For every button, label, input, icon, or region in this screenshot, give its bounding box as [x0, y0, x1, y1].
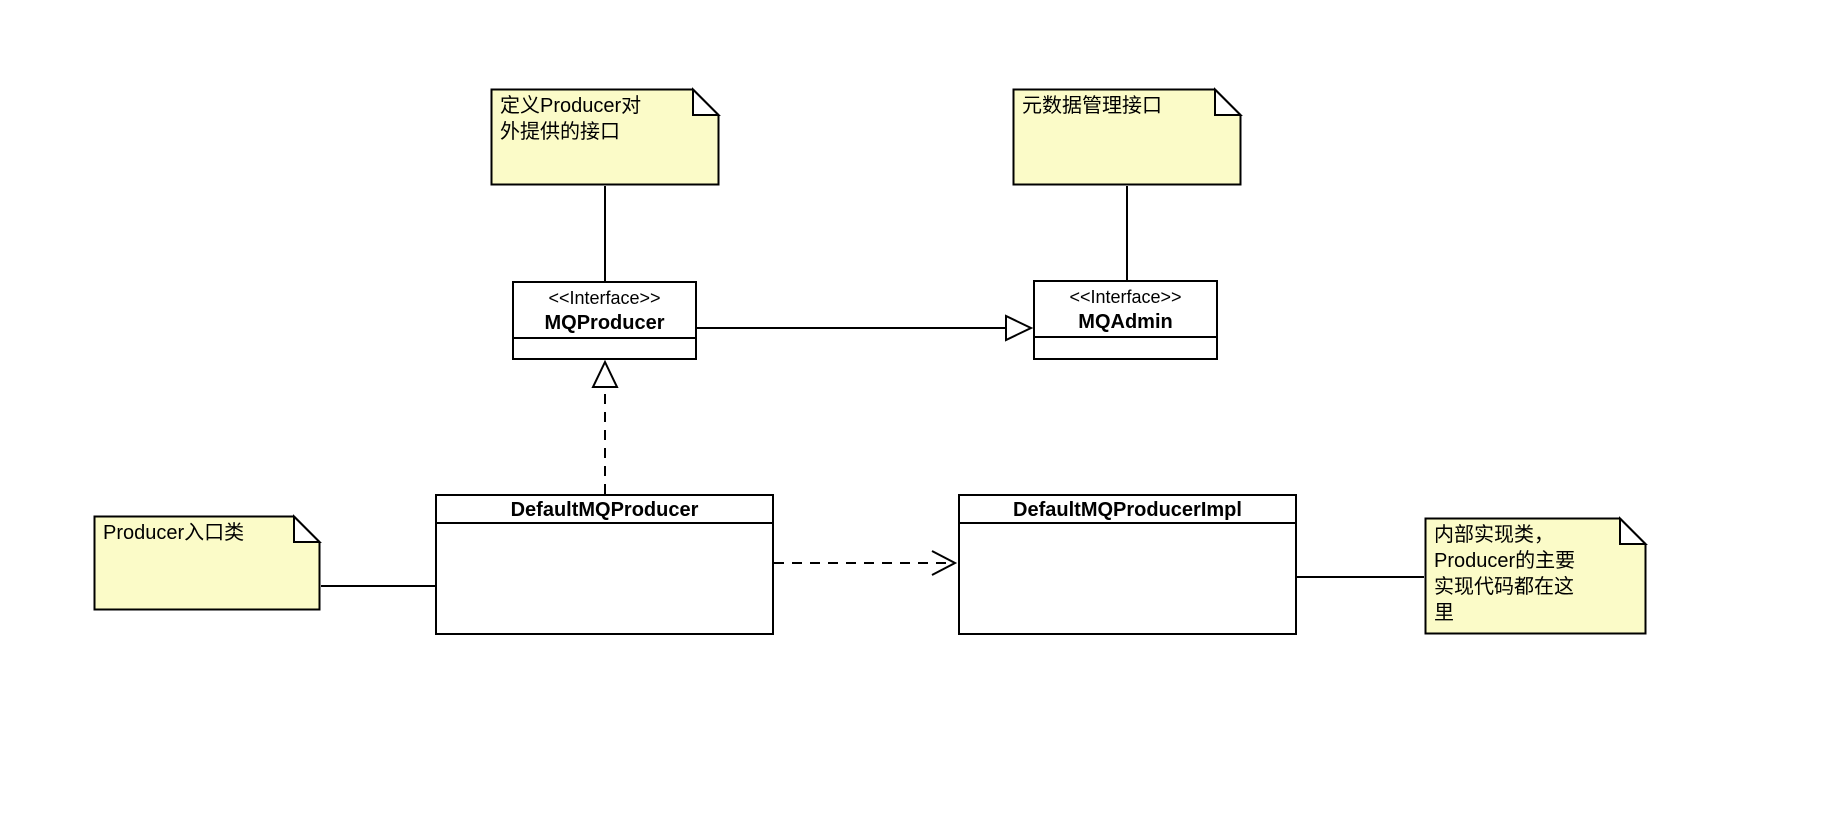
note-text: Producer入口类 [103, 522, 245, 544]
note-shape [490, 87, 721, 186]
stereotype-label: <<Interface>> [548, 288, 661, 308]
note-metadata-interface: 元数据管理接口 [1012, 87, 1243, 186]
hollow-triangle-arrowhead [591, 359, 619, 388]
open-arrowhead [931, 550, 958, 576]
folded-corner-icon [1214, 87, 1243, 116]
note-shape [1424, 516, 1648, 635]
generalization-mqproducer-mqadmin [697, 314, 1034, 342]
folded-corner-icon [692, 87, 721, 116]
note-text: 元数据管理接口 [1022, 95, 1162, 117]
note-producer-interface: 定义Producer对 外提供的接口 [490, 87, 721, 186]
class-name: DefaultMQProducer [510, 499, 699, 521]
note-shape [93, 514, 322, 611]
dependency-defaultmqproducer-impl [774, 550, 958, 576]
class-header: DefaultMQProducerImpl [960, 496, 1295, 524]
stereotype-label: <<Interface>> [1069, 287, 1182, 307]
note-impl-description: 内部实现类， Producer的主要 实现代码都在这 里 [1424, 516, 1648, 635]
interface-header: <<Interface>> MQProducer [514, 283, 695, 339]
class-defaultmqproducer: DefaultMQProducer [435, 494, 774, 635]
realization-defaultmqproducer-mqproducer [591, 359, 619, 494]
note-text: 内部实现类， Producer的主要 实现代码都在这 里 [1434, 524, 1576, 624]
class-name: DefaultMQProducerImpl [1013, 499, 1242, 521]
class-members-compartment [960, 524, 1295, 633]
interface-name: MQProducer [544, 312, 665, 334]
folded-corner-icon [293, 514, 322, 543]
note-text: 定义Producer对 外提供的接口 [500, 95, 642, 143]
interface-members-compartment [1035, 338, 1216, 358]
interface-header: <<Interface>> MQAdmin [1035, 282, 1216, 338]
interface-mqproducer: <<Interface>> MQProducer [512, 281, 697, 360]
hollow-triangle-arrowhead [1005, 314, 1034, 342]
class-header: DefaultMQProducer [437, 496, 772, 524]
class-members-compartment [437, 524, 772, 633]
note-shape [1012, 87, 1243, 186]
interface-mqadmin: <<Interface>> MQAdmin [1033, 280, 1218, 360]
interface-members-compartment [514, 339, 695, 358]
note-producer-entry: Producer入口类 [93, 514, 322, 611]
folded-corner-icon [1619, 516, 1648, 545]
class-defaultmqproducerimpl: DefaultMQProducerImpl [958, 494, 1297, 635]
interface-name: MQAdmin [1078, 311, 1173, 333]
